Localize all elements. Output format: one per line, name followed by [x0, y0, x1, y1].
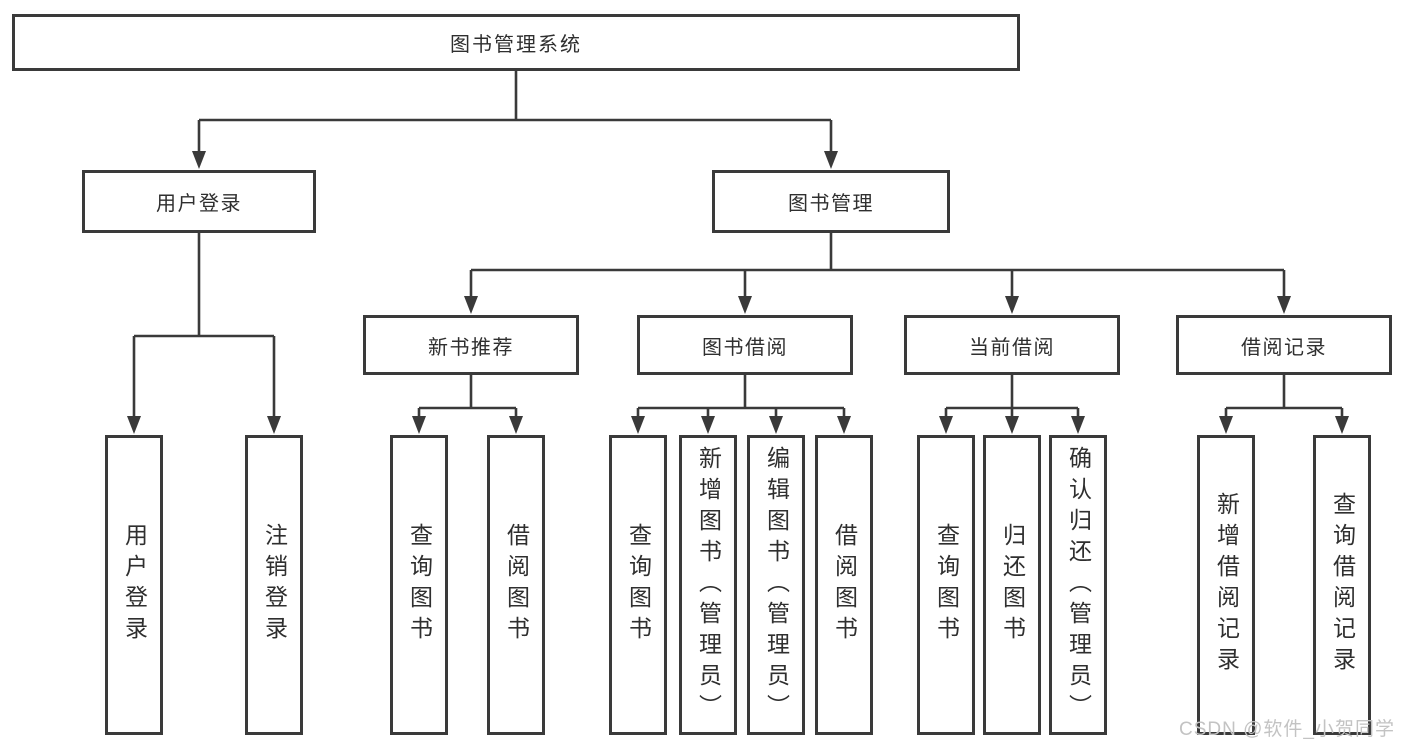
leaf-user-login: 用户登录 — [105, 435, 163, 735]
leaf-query-books-borrowing: 查询图书 — [609, 435, 667, 735]
node-book-borrowing: 图书借阅 — [637, 315, 853, 375]
leaf-add-borrow-record: 新增借阅记录 — [1197, 435, 1255, 735]
leaf-borrow-books-borrowing: 借阅图书 — [815, 435, 873, 735]
leaf-query-borrow-record: 查询借阅记录 — [1313, 435, 1371, 735]
node-book-management: 图书管理 — [712, 170, 950, 233]
node-borrowing-records: 借阅记录 — [1176, 315, 1392, 375]
leaf-query-books-recommend: 查询图书 — [390, 435, 448, 735]
arrowhead-icons — [127, 151, 1349, 434]
leaf-borrow-books-recommend: 借阅图书 — [487, 435, 545, 735]
node-new-book-recommend: 新书推荐 — [363, 315, 579, 375]
leaf-logout: 注销登录 — [245, 435, 303, 735]
node-user-login: 用户登录 — [82, 170, 316, 233]
node-current-borrowing: 当前借阅 — [904, 315, 1120, 375]
leaf-return-books: 归还图书 — [983, 435, 1041, 735]
leaf-query-books-current: 查询图书 — [917, 435, 975, 735]
leaf-confirm-return-admin: 确认归还（管理员） — [1049, 435, 1107, 735]
leaf-edit-book-admin: 编辑图书（管理员） — [747, 435, 805, 735]
node-library-system: 图书管理系统 — [12, 14, 1020, 71]
leaf-add-book-admin: 新增图书（管理员） — [679, 435, 737, 735]
